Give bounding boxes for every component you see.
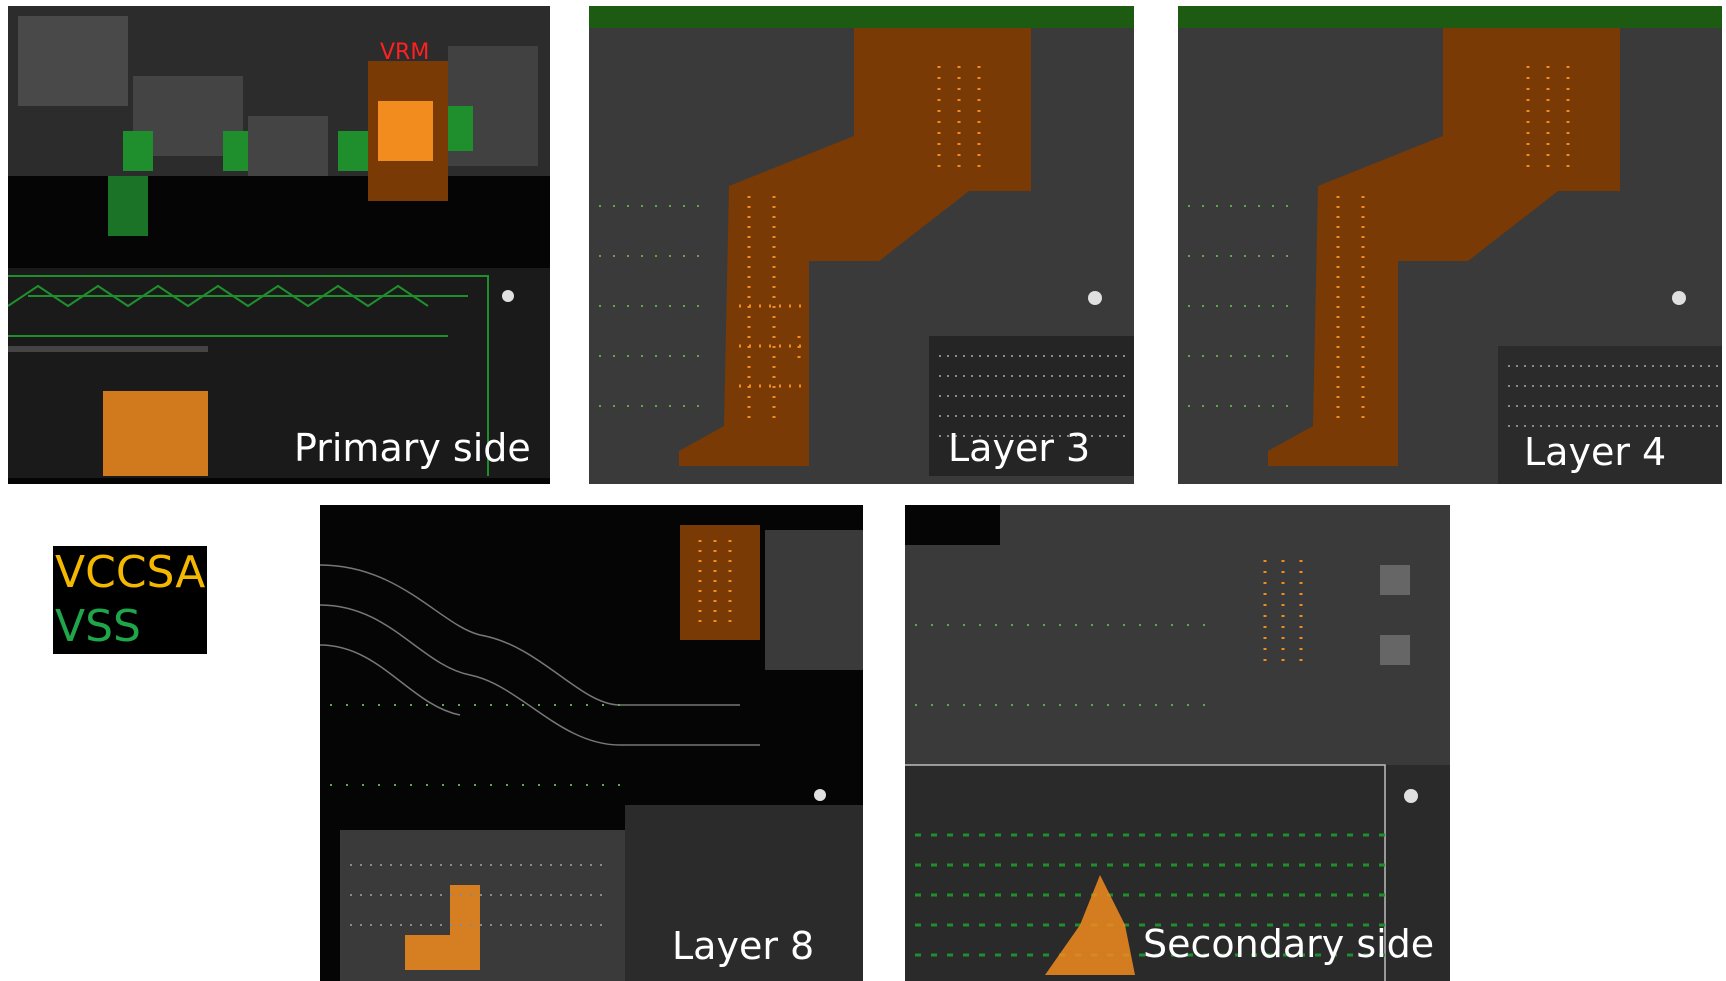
secondary-side-layout <box>905 505 1450 981</box>
secondary-side-panel: Secondary side <box>905 505 1450 981</box>
primary-side-panel: VRM Primary side <box>8 6 550 484</box>
layer4-panel: Layer 4 <box>1178 6 1722 484</box>
panel-caption: Layer 3 <box>948 426 1091 470</box>
layer3-panel: Layer 3 <box>589 6 1134 484</box>
layer3-layout <box>589 6 1134 484</box>
legend-item-vss: VSS <box>53 600 143 654</box>
layer4-layout <box>1178 6 1722 484</box>
legend-item-vccsa: VCCSA <box>53 546 208 600</box>
layer8-layout <box>320 505 863 981</box>
vrm-label: VRM <box>380 40 430 65</box>
primary-side-layout <box>8 6 550 484</box>
panel-caption: Primary side <box>294 426 531 470</box>
panel-caption: Secondary side <box>1143 922 1435 966</box>
legend: VCCSA VSS <box>53 546 208 654</box>
panel-caption: Layer 4 <box>1524 430 1667 474</box>
panel-caption: Layer 8 <box>672 924 815 968</box>
layer8-panel: Layer 8 <box>320 505 863 981</box>
